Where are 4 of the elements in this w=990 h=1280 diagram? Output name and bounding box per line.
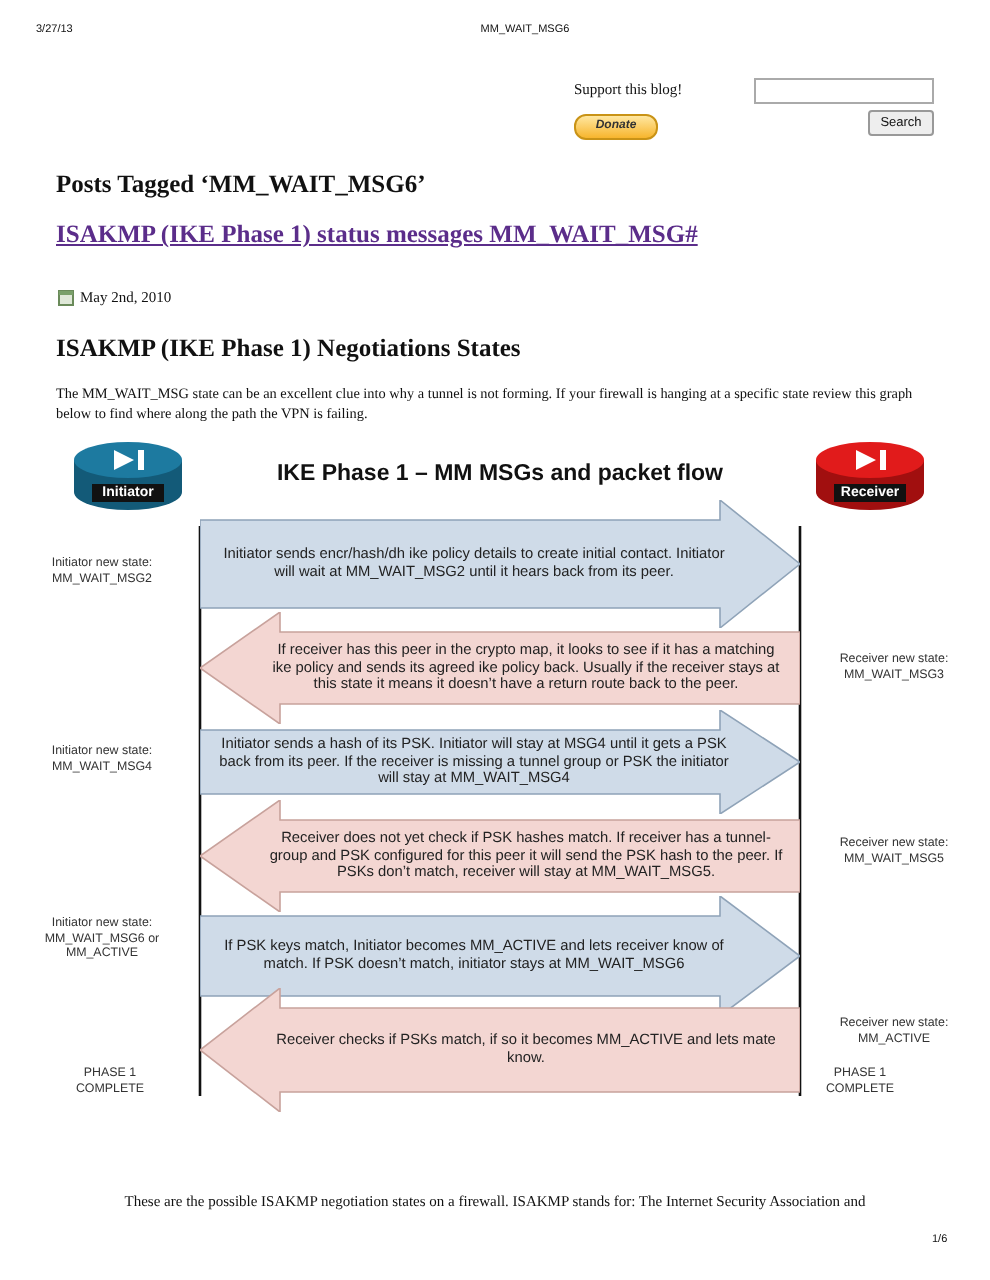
post-title-link: ISAKMP (IKE Phase 1) status messages MM_WAIT_MSG# xyxy=(56,220,698,250)
section-heading: Posts Tagged ‘MM_WAIT_MSG6’ xyxy=(56,170,426,200)
article-heading: ISAKMP (IKE Phase 1) Negotiations States xyxy=(56,334,521,364)
diagram-title: IKE Phase 1 – MM MSGs and packet flow xyxy=(274,462,726,486)
